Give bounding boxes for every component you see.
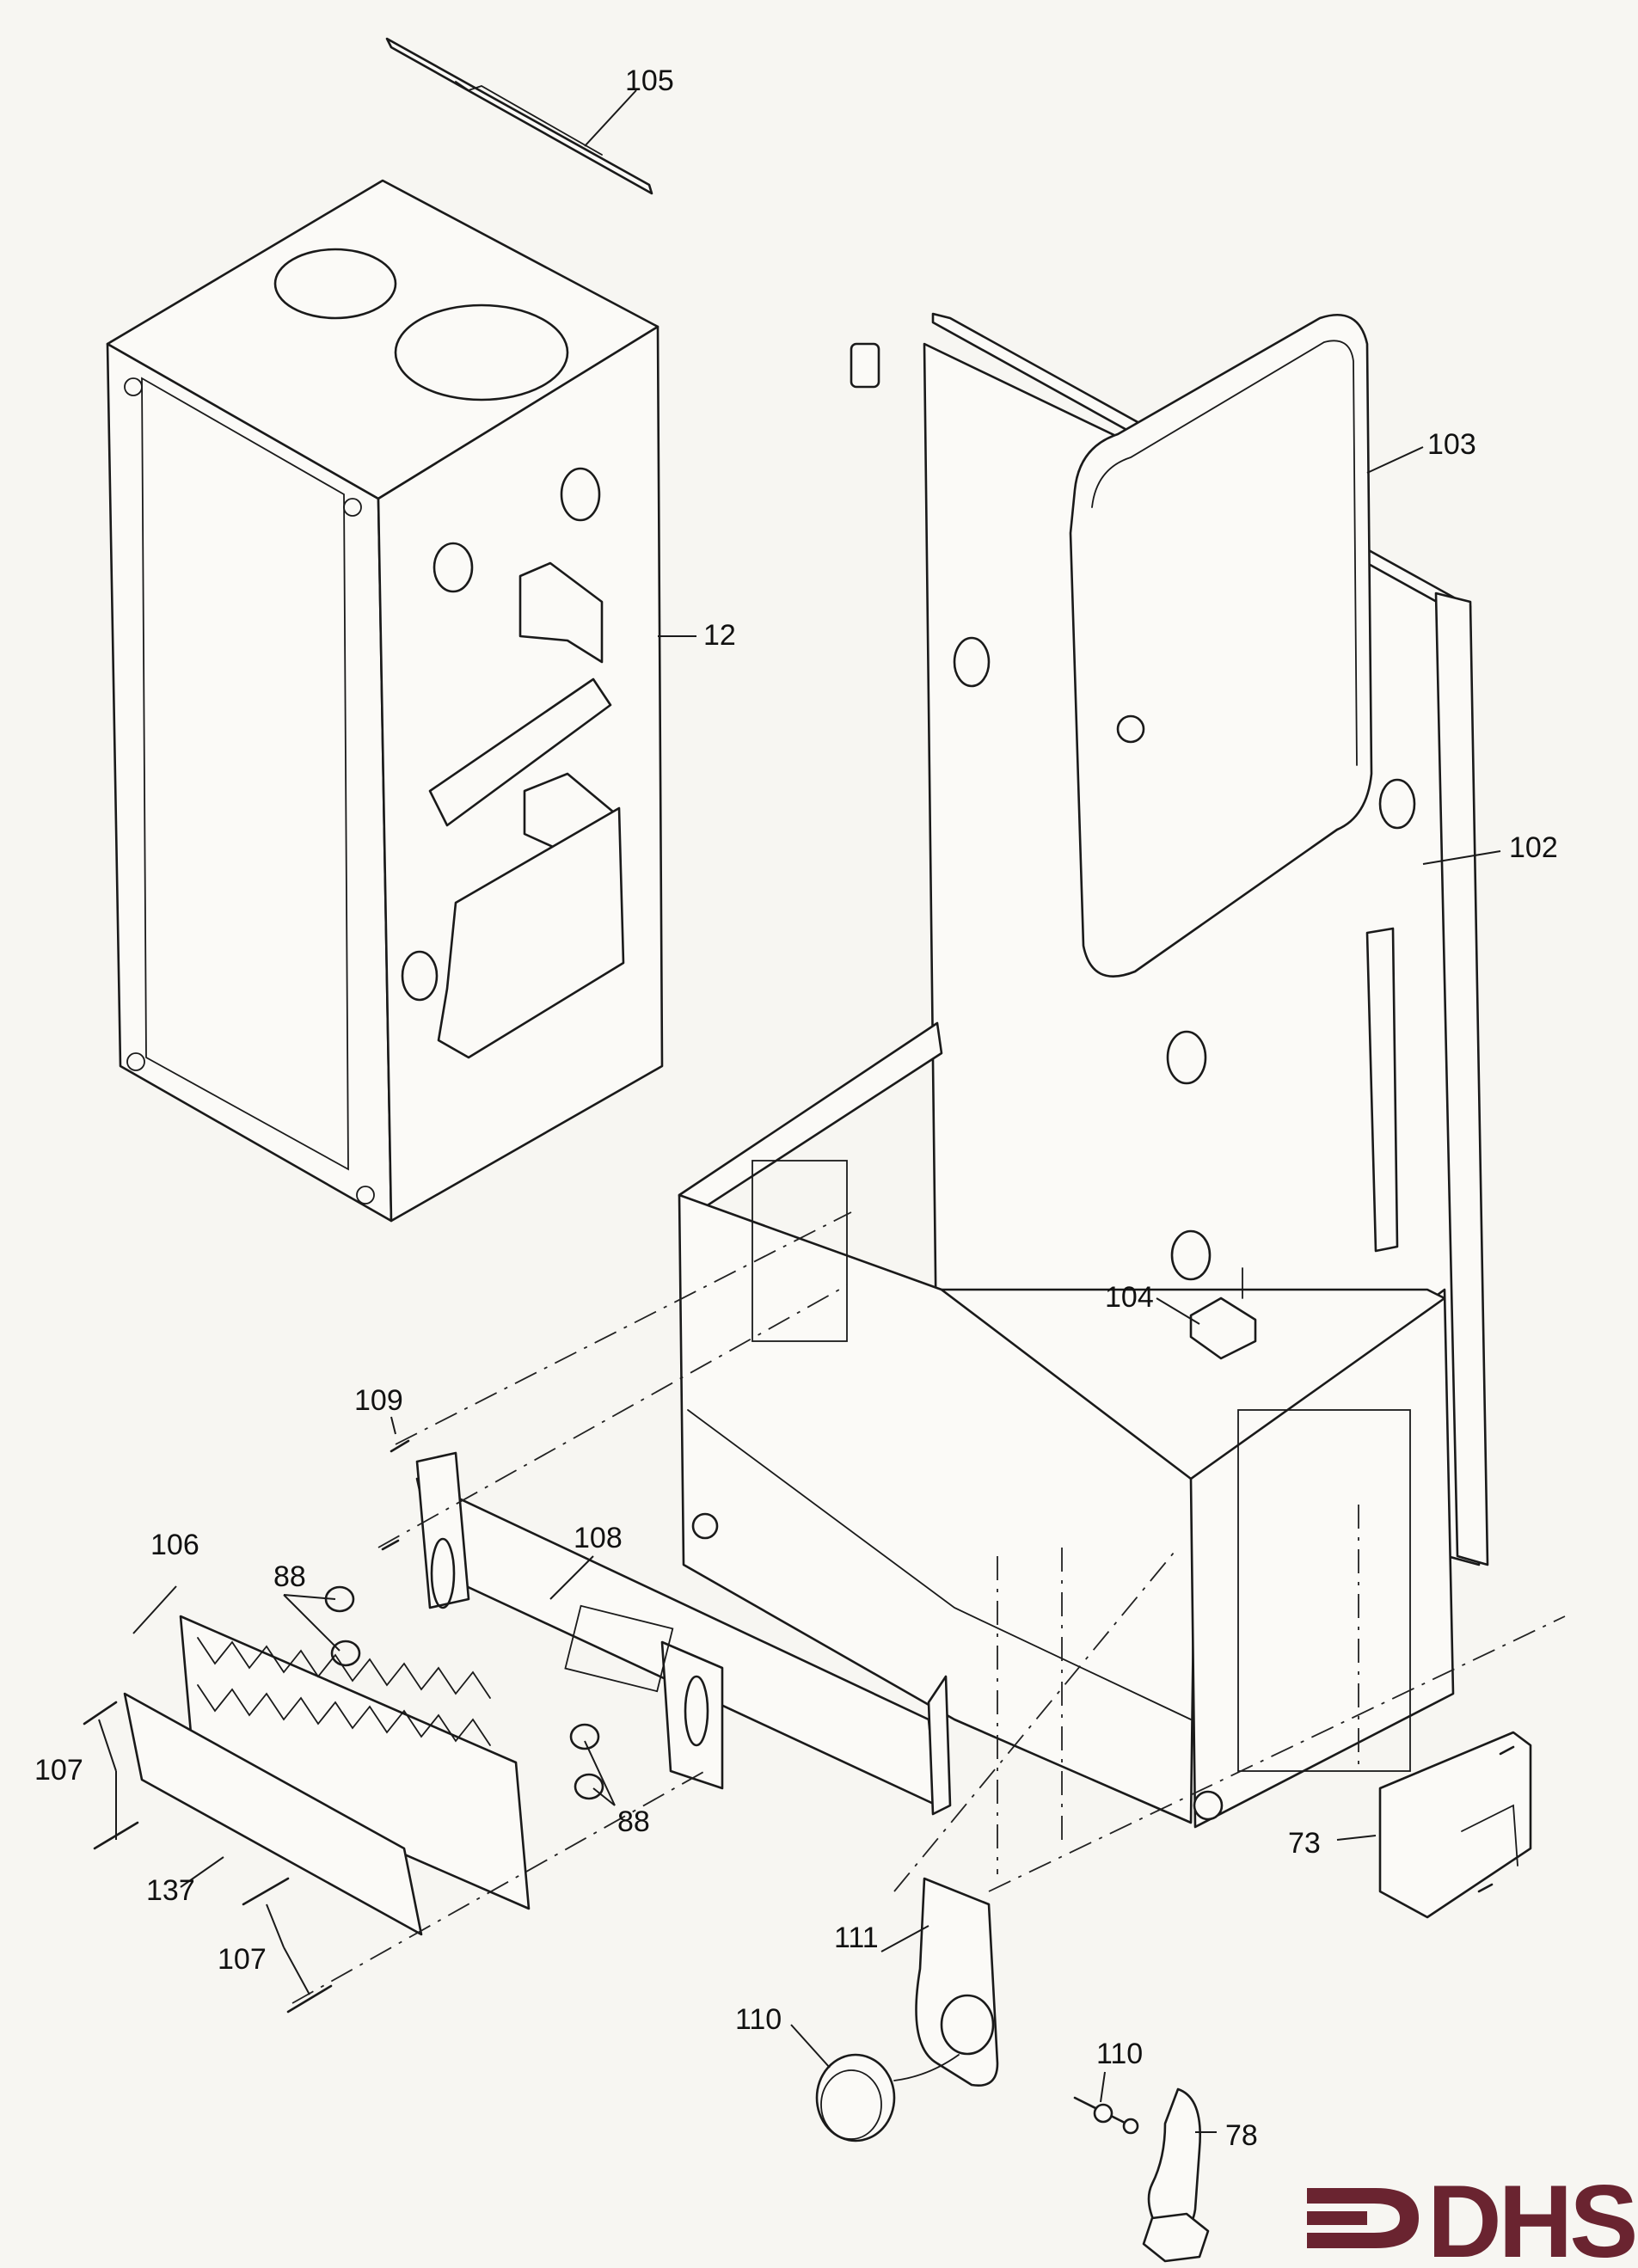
label-103: 103 — [1427, 428, 1476, 461]
part-137-heat-exchanger — [123, 1615, 531, 1936]
logo-mark — [1307, 2188, 1419, 2248]
label-105: 105 — [625, 64, 674, 97]
label-110-gauge: 110 — [735, 2003, 782, 2036]
logo-text: DHS — [1427, 2164, 1635, 2268]
part-104-bracket — [1189, 1267, 1257, 1360]
label-88-top: 88 — [273, 1560, 306, 1593]
label-107-bottom: 107 — [218, 1943, 267, 1976]
part-12-casing — [106, 179, 664, 1223]
part-73-bracket — [1378, 1731, 1532, 1919]
label-137: 137 — [146, 1874, 195, 1907]
part-103-expansion-vessel — [1069, 314, 1373, 978]
label-78: 78 — [1225, 2119, 1258, 2152]
label-107-left: 107 — [34, 1754, 83, 1787]
dhs-logo: DHS — [1307, 2164, 1638, 2268]
part-78-pipe — [1142, 2087, 1210, 2263]
label-104: 104 — [1105, 1281, 1154, 1314]
chassis-frame — [678, 1021, 1455, 1829]
part-111-bracket — [915, 1877, 999, 2087]
label-12: 12 — [703, 619, 736, 652]
part-110-sensor — [1073, 2096, 1139, 2135]
label-111: 111 — [834, 1922, 879, 1954]
label-106: 106 — [150, 1529, 199, 1561]
screws-107-109 — [83, 1439, 410, 2014]
label-88-bottom: 88 — [617, 1805, 650, 1838]
label-102: 102 — [1509, 831, 1558, 864]
label-73: 73 — [1288, 1827, 1321, 1860]
label-110-sensor: 110 — [1096, 2038, 1143, 2070]
o-rings-88 — [324, 1585, 604, 1800]
leader-lines — [98, 89, 1501, 2133]
label-108: 108 — [574, 1522, 623, 1554]
part-105-strip — [385, 37, 653, 195]
alignment-lines — [291, 1211, 1566, 2004]
part-labels: 105 103 12 102 104 109 106 88 108 107 88… — [34, 64, 1558, 2152]
label-109: 109 — [354, 1384, 403, 1417]
part-108-plate — [415, 1451, 952, 1816]
part-110-gauge — [815, 2053, 960, 2142]
